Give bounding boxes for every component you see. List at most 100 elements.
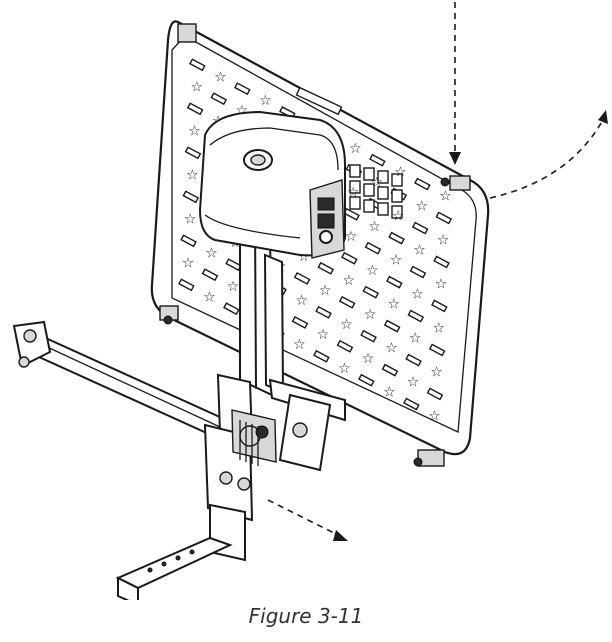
star-cutout-icon: ☆ — [385, 341, 398, 357]
mounting-assembly-illustration: ☆ ☆ ☆ ☆ ☆ ☆ ☆ ☆ ☆ ☆ ☆ ☆ ☆ ☆ ☆ ☆ ☆ ☆ ☆ ☆ ☆ ☆ ☆ ☆ ☆ ☆ ☆ ☆ ☆ ☆ ☆ ☆ ☆ ☆ ☆ ☆ ☆ ☆ ☆ ☆… — [12, 2, 608, 600]
plate-slot — [186, 102, 204, 116]
star-cutout-icon: ☆ — [343, 273, 356, 289]
star-cutout-icon: ☆ — [407, 375, 420, 391]
star-cutout-icon: ☆ — [392, 209, 405, 225]
plate-slot — [182, 190, 200, 204]
motion-arrows — [267, 2, 608, 541]
plate-slot — [414, 177, 431, 191]
star-cutout-icon: ☆ — [188, 123, 201, 139]
plate-slot — [189, 58, 206, 72]
plate-window — [377, 170, 389, 184]
star-cutout-icon: ☆ — [362, 351, 375, 367]
plate-window — [349, 180, 361, 194]
base-bracket — [268, 378, 346, 472]
plate-slot — [313, 349, 330, 363]
star-cutout-icon: ☆ — [416, 199, 429, 215]
horizontal-arm — [12, 320, 223, 442]
plate-window — [391, 189, 403, 203]
star-cutout-icon: ☆ — [184, 211, 197, 227]
star-cutout-icon: ☆ — [319, 283, 332, 299]
star-cutout-icon: ☆ — [347, 185, 360, 201]
star-cutout-icon: ☆ — [411, 287, 424, 303]
plate-slot — [386, 275, 403, 289]
star-cutout-icon: ☆ — [295, 293, 308, 309]
hitch-receiver-tube — [115, 503, 246, 600]
plate-window — [349, 196, 361, 210]
star-cutout-icon: ☆ — [383, 385, 396, 401]
plate-window — [391, 173, 403, 187]
star-cutout-icon: ☆ — [413, 243, 426, 259]
star-cutout-icon: ☆ — [349, 141, 362, 157]
plate-slot — [407, 309, 425, 323]
plate-slot — [341, 251, 358, 265]
plate-slot — [431, 299, 448, 313]
plate-slot — [405, 353, 422, 367]
star-cutout-icon: ☆ — [317, 327, 330, 343]
plate-slot — [381, 363, 399, 377]
plate-slot — [388, 231, 405, 245]
plate-slot — [411, 221, 429, 235]
star-cutout-icon: ☆ — [191, 79, 204, 95]
star-cutout-icon: ☆ — [439, 189, 452, 205]
plate-slot — [433, 255, 450, 269]
figure-caption: Figure 3-11 — [248, 604, 364, 628]
star-cutout-icon: ☆ — [259, 93, 272, 109]
star-cutout-icon: ☆ — [430, 365, 443, 381]
plate-window — [363, 183, 375, 197]
star-cutout-icon: ☆ — [293, 337, 306, 353]
plate-slot — [178, 278, 195, 292]
plate-slot — [223, 302, 240, 316]
plate-window — [391, 205, 403, 219]
plate-window — [377, 186, 389, 200]
star-cutout-icon: ☆ — [394, 165, 407, 181]
star-cutout-icon: ☆ — [186, 167, 199, 183]
plate-slot — [315, 305, 332, 319]
plate-slot — [210, 92, 228, 106]
star-cutout-icon: ☆ — [340, 317, 353, 333]
plate-slot — [409, 265, 427, 279]
star-cutout-icon: ☆ — [214, 69, 227, 85]
star-cutout-icon: ☆ — [227, 279, 240, 295]
plate-window — [363, 167, 375, 181]
star-cutout-icon: ☆ — [368, 219, 381, 235]
plate-slot — [428, 343, 446, 357]
plate-slot — [336, 339, 354, 353]
plate-slot — [403, 397, 420, 411]
plate-slot — [338, 295, 356, 309]
star-cutout-icon: ☆ — [409, 331, 422, 347]
star-cutout-icon: ☆ — [182, 255, 195, 271]
star-cutout-icon: ☆ — [366, 263, 379, 279]
clamp-block — [203, 373, 277, 522]
plate-slot — [201, 268, 219, 282]
plate-window — [349, 164, 361, 178]
star-cutout-icon: ☆ — [338, 361, 351, 377]
star-cutout-icon: ☆ — [371, 175, 384, 191]
plate-slot — [435, 211, 453, 225]
plate-slot — [369, 153, 386, 167]
star-cutout-icon: ☆ — [205, 245, 218, 261]
plate-slot — [360, 329, 377, 343]
star-cutout-icon: ☆ — [433, 321, 446, 337]
plate-slot — [426, 387, 444, 401]
star-cutout-icon: ☆ — [390, 253, 403, 269]
star-cutout-icon: ☆ — [437, 233, 450, 249]
motor-housing — [198, 110, 346, 259]
plate-window — [363, 199, 375, 213]
star-cutout-icon: ☆ — [364, 307, 377, 323]
star-cutout-icon: ☆ — [388, 297, 401, 313]
star-cutout-icon: ☆ — [345, 229, 358, 245]
plate-slot — [184, 146, 202, 160]
plate-slot — [317, 261, 335, 275]
plate-slot — [180, 234, 197, 248]
plate-slot — [383, 319, 401, 333]
star-cutout-icon: ☆ — [203, 289, 216, 305]
plate-window — [377, 202, 389, 216]
plate-slot — [291, 315, 309, 329]
plate-slot — [364, 241, 382, 255]
plate-slot — [293, 271, 311, 285]
plate-slot — [234, 82, 251, 96]
plate-slot — [362, 285, 380, 299]
plate-slot — [358, 373, 375, 387]
star-cutout-icon: ☆ — [435, 277, 448, 293]
star-cutout-icon: ☆ — [428, 409, 441, 425]
